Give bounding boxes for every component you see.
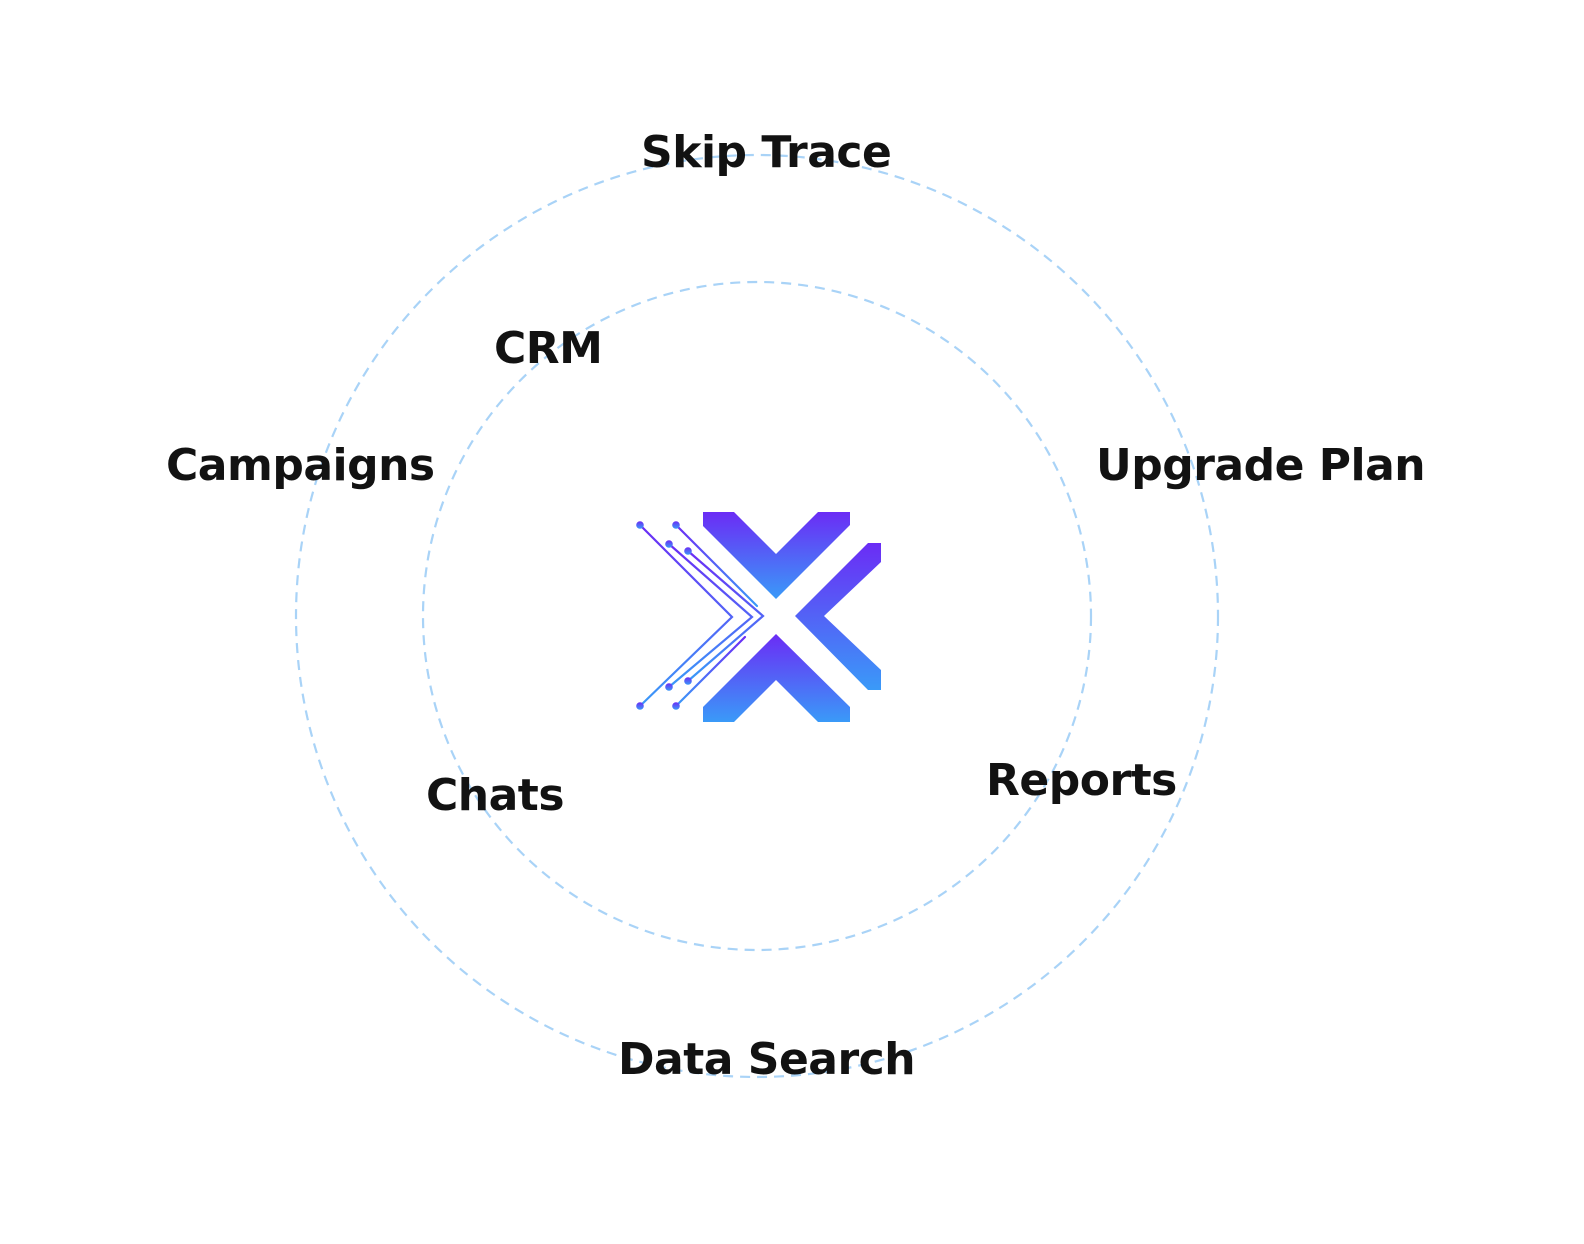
menu-item-data-search[interactable]: Data Search [618, 1034, 916, 1085]
x-logo-icon[interactable] [636, 512, 881, 722]
menu-item-skip-trace[interactable]: Skip Trace [641, 127, 892, 178]
menu-item-campaigns[interactable]: Campaigns [166, 440, 435, 491]
menu-item-reports[interactable]: Reports [986, 755, 1177, 806]
menu-item-crm[interactable]: CRM [494, 323, 603, 374]
menu-item-upgrade-plan[interactable]: Upgrade Plan [1096, 440, 1426, 491]
outer-orbit-ring [294, 153, 1220, 1079]
menu-item-chats[interactable]: Chats [426, 770, 565, 821]
inner-orbit-ring [421, 280, 1093, 952]
